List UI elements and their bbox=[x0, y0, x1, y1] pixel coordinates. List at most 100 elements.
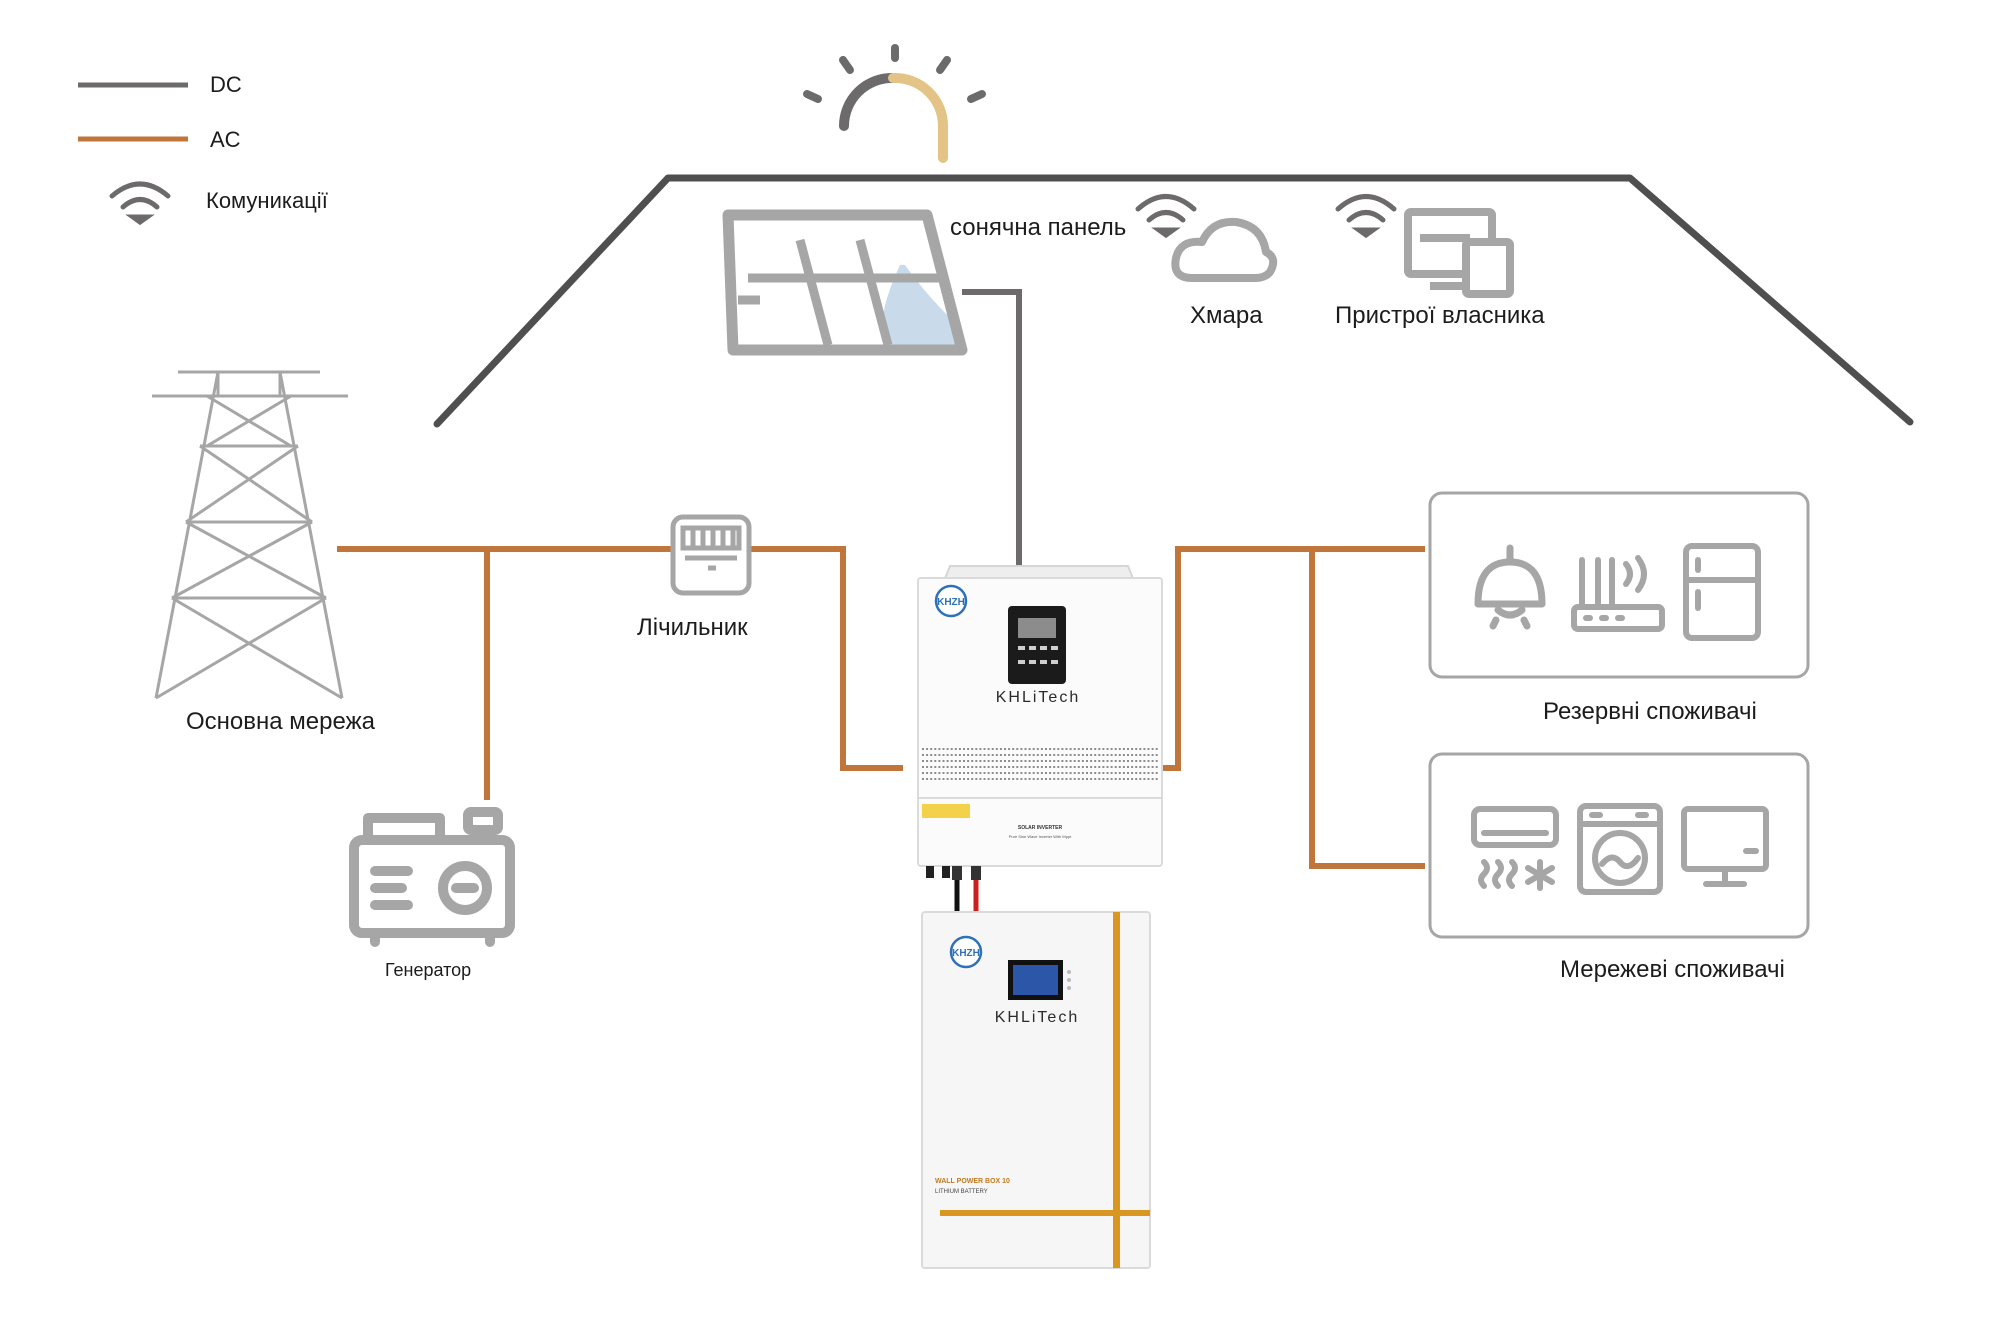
vent-dot bbox=[926, 778, 929, 780]
vent-dot bbox=[1081, 766, 1084, 768]
vent-dot bbox=[1028, 772, 1031, 774]
vent-dot bbox=[1102, 766, 1105, 768]
vent-dot bbox=[1143, 778, 1146, 780]
vent-dot bbox=[1016, 754, 1019, 756]
vent-dot bbox=[1114, 754, 1117, 756]
vent-dot bbox=[1094, 760, 1097, 762]
vent-dot bbox=[1131, 772, 1134, 774]
transmission-tower-icon bbox=[152, 370, 348, 700]
vent-dot bbox=[954, 772, 957, 774]
vent-dot bbox=[950, 778, 953, 780]
vent-dot bbox=[938, 748, 941, 750]
vent-dot bbox=[1036, 766, 1039, 768]
vent-dot bbox=[1110, 766, 1113, 768]
vent-dot bbox=[926, 760, 929, 762]
vent-dot bbox=[1147, 760, 1150, 762]
vent-dot bbox=[1094, 766, 1097, 768]
vent-dot bbox=[1049, 748, 1052, 750]
vent-dot bbox=[934, 772, 937, 774]
vent-dot bbox=[975, 760, 978, 762]
vent-dot bbox=[1045, 772, 1047, 774]
air-conditioner-icon bbox=[1471, 806, 1559, 891]
vent-dot bbox=[922, 772, 924, 774]
vent-dot bbox=[958, 760, 961, 762]
vent-dot bbox=[967, 772, 970, 774]
vent-dot bbox=[930, 754, 933, 756]
vent-dot bbox=[1069, 754, 1072, 756]
vent-dot bbox=[1016, 748, 1019, 750]
vent-dot bbox=[930, 772, 933, 774]
legend-dc-label: DC bbox=[210, 72, 242, 97]
vent-dot bbox=[1032, 754, 1035, 756]
vent-dot bbox=[1012, 766, 1015, 768]
vent-dot bbox=[995, 778, 998, 780]
vent-dot bbox=[1036, 748, 1039, 750]
vent-dot bbox=[1073, 766, 1076, 768]
vent-dot bbox=[1053, 772, 1056, 774]
battery-orange-stripe bbox=[1113, 912, 1120, 1268]
vent-dot bbox=[983, 772, 986, 774]
vent-dot bbox=[1135, 760, 1138, 762]
battery-unit: KHZH KHLiTech WALL POWER BOX 10 LITHIUM … bbox=[921, 911, 1151, 1269]
vent-dot bbox=[1004, 760, 1006, 762]
vent-dot bbox=[987, 760, 990, 762]
vent-dot bbox=[1028, 748, 1031, 750]
vent-dot bbox=[1053, 760, 1056, 762]
vent-dot bbox=[1139, 772, 1142, 774]
vent-dot bbox=[1090, 772, 1093, 774]
vent-dot bbox=[1073, 772, 1076, 774]
inverter-vent-grille bbox=[922, 748, 1158, 780]
vent-dot bbox=[979, 760, 982, 762]
vent-dot bbox=[1045, 778, 1047, 780]
vent-dot bbox=[999, 772, 1002, 774]
vent-dot bbox=[1057, 778, 1060, 780]
vent-dot bbox=[995, 760, 998, 762]
vent-dot bbox=[963, 754, 965, 756]
vent-dot bbox=[983, 778, 986, 780]
vent-dot bbox=[1131, 754, 1134, 756]
vent-dot bbox=[1155, 760, 1158, 762]
vent-dot bbox=[1073, 754, 1076, 756]
monitor-icon bbox=[1681, 806, 1769, 887]
vent-dot bbox=[1016, 760, 1019, 762]
vent-dot bbox=[1073, 778, 1076, 780]
vent-dot bbox=[995, 754, 998, 756]
vent-dot bbox=[1004, 772, 1006, 774]
vent-dot bbox=[1036, 772, 1039, 774]
vent-dot bbox=[1098, 748, 1101, 750]
vent-dot bbox=[1098, 772, 1101, 774]
vent-dot bbox=[1102, 778, 1105, 780]
vent-dot bbox=[1135, 748, 1138, 750]
vent-dot bbox=[1118, 754, 1121, 756]
vent-dot bbox=[1122, 778, 1125, 780]
vent-dot bbox=[1086, 766, 1088, 768]
vent-dot bbox=[938, 754, 941, 756]
router-icon bbox=[1571, 555, 1665, 632]
vent-dot bbox=[922, 760, 924, 762]
vent-dot bbox=[1114, 760, 1117, 762]
vent-dot bbox=[1065, 760, 1068, 762]
vent-dot bbox=[1008, 778, 1011, 780]
main-grid-label: Основна мережа bbox=[186, 708, 375, 735]
inverter-unit: KHZH KHLiTech SOLAR INVERTER Pure Sine W… bbox=[917, 565, 1163, 867]
vent-dot bbox=[1122, 754, 1125, 756]
vent-dot bbox=[1094, 778, 1097, 780]
vent-dot bbox=[1053, 778, 1056, 780]
vent-dot bbox=[1155, 748, 1158, 750]
vent-dot bbox=[1008, 754, 1011, 756]
vent-dot bbox=[946, 760, 949, 762]
vent-dot bbox=[967, 748, 970, 750]
vent-dot bbox=[1020, 778, 1023, 780]
vent-dot bbox=[963, 772, 965, 774]
vent-dot bbox=[1008, 772, 1011, 774]
vent-dot bbox=[1008, 760, 1011, 762]
battery-brand: KHLiTech bbox=[995, 1009, 1079, 1026]
vent-dot bbox=[950, 760, 953, 762]
vent-dot bbox=[1086, 754, 1088, 756]
vent-dot bbox=[1147, 772, 1150, 774]
vent-dot bbox=[1077, 772, 1080, 774]
vent-dot bbox=[1016, 766, 1019, 768]
vent-dot bbox=[971, 760, 974, 762]
vent-dot bbox=[1122, 772, 1125, 774]
vent-dot bbox=[1127, 754, 1129, 756]
